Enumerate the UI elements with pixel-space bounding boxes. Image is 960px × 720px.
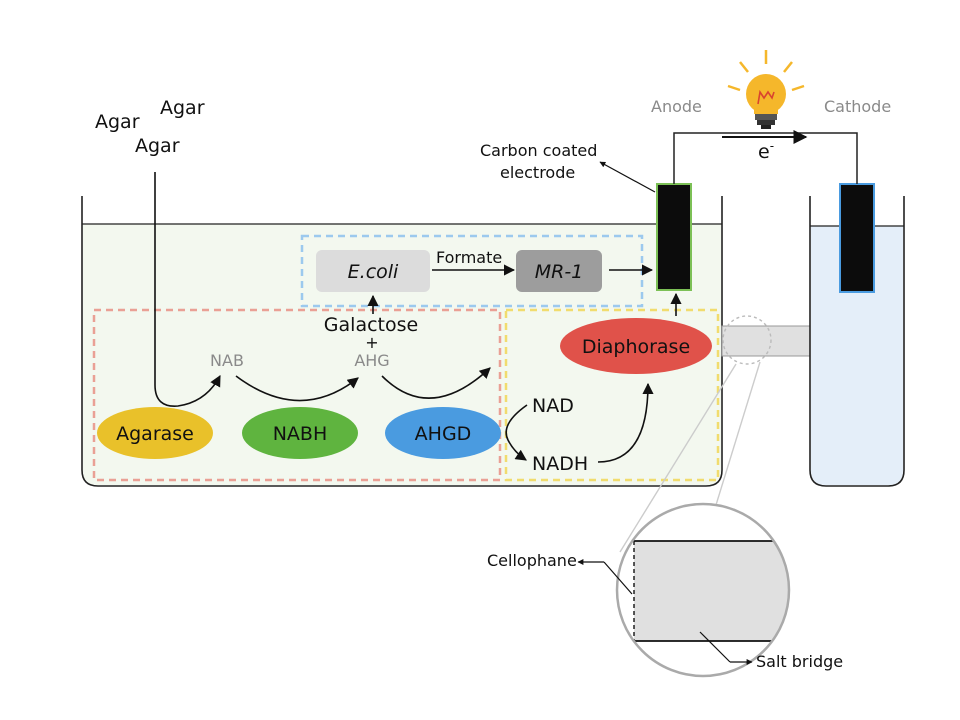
diaphorase-enzyme — [560, 318, 712, 374]
diaphorase-label: Diaphorase — [582, 336, 690, 358]
carbon-electrode-pointer — [599, 161, 656, 193]
ahgd-label: AHGD — [415, 423, 472, 445]
cathode-tank — [809, 196, 905, 487]
ecoli-label: E.coli — [348, 261, 399, 283]
nadh-label: NADH — [532, 453, 588, 475]
carbon-electrode-label-line1: Carbon coated — [480, 141, 597, 160]
formate-label: Formate — [436, 248, 502, 267]
agar-label-3: Agar — [135, 135, 180, 157]
mr1-box — [516, 250, 602, 292]
agar-label-2: Agar — [160, 97, 205, 119]
plus-label: + — [365, 333, 378, 352]
nab-to-ahg-arrow — [235, 375, 359, 402]
anode-label: Anode — [651, 97, 702, 116]
zoom-line-right — [711, 361, 761, 519]
zoom-inset — [615, 502, 791, 678]
nabh-label: NABH — [273, 423, 328, 445]
agar-label-1: Agar — [95, 111, 140, 133]
anode-tank — [81, 196, 723, 487]
ahg-label: AHG — [354, 351, 389, 370]
nab-label: NAB — [210, 351, 244, 370]
galactose-label: Galactose — [324, 314, 418, 336]
circuit-wire — [673, 132, 858, 184]
ahgd-enzyme — [385, 407, 501, 459]
mr1-label: MR-1 — [535, 261, 584, 283]
salt-bridge-tube — [721, 325, 811, 357]
yellow-dashed-box — [504, 308, 720, 482]
salt-bridge-pointer — [699, 631, 731, 663]
zoom-source-circle — [722, 315, 772, 365]
nadh-to-diaphorase-arrow — [597, 382, 654, 463]
carbon-electrode-label-line2: electrode — [500, 163, 575, 182]
light-bulb-icon — [727, 50, 805, 129]
cellophane-label: Cellophane — [487, 551, 577, 570]
salt-bridge-label: Salt bridge — [756, 652, 843, 671]
nad-to-nadh-arrow — [505, 404, 528, 461]
cathode-label: Cathode — [824, 97, 891, 116]
cathode-electrolyte — [811, 226, 903, 485]
electron-label: e- — [758, 139, 774, 163]
agarase-label: Agarase — [116, 423, 194, 445]
agarase-enzyme — [97, 407, 213, 459]
ecoli-box — [316, 250, 430, 292]
nabh-enzyme — [242, 407, 358, 459]
ahg-to-diaphorase-arrow — [381, 367, 491, 399]
nad-label: NAD — [532, 395, 574, 417]
cathode-electrode — [839, 183, 875, 293]
agar-to-nab-arrow — [154, 172, 221, 407]
anode-electrode — [656, 183, 692, 291]
zoom-line-left — [619, 363, 737, 553]
cellophane-pointer — [603, 561, 633, 595]
